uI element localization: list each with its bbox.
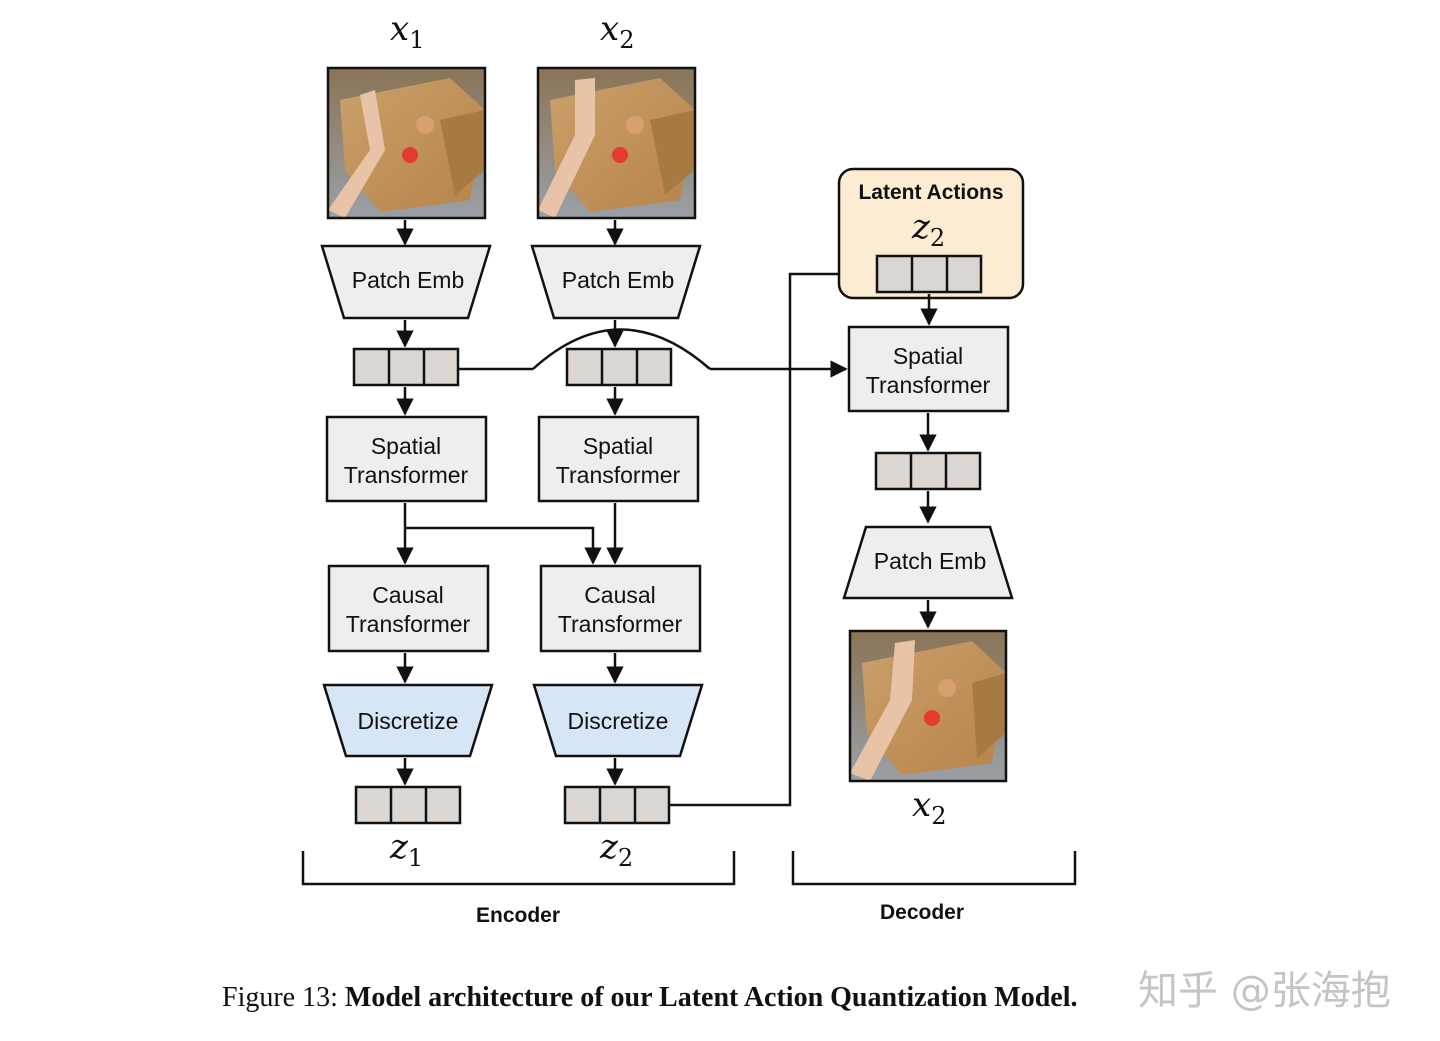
input-label-x2: x2 (600, 9, 634, 54)
latent-actions-title: Latent Actions (858, 181, 1003, 204)
encoder-label: Encoder (476, 904, 560, 927)
svg-text:Transformer: Transformer (344, 462, 469, 488)
decoder-bracket (791, 851, 1077, 886)
causal-transformer-2: Causal Transformer (539, 564, 702, 653)
caption-prefix: Figure 13: (222, 982, 345, 1013)
spatial-transformer-2: Spatial Transformer (537, 415, 700, 503)
token-row-z2 (563, 785, 671, 825)
output-label-z2: z2 (599, 827, 633, 872)
input-label-x1: x1 (390, 9, 424, 54)
caption-text: Model architecture of our Latent Action … (344, 982, 1078, 1013)
latent-path-arrow (669, 265, 874, 807)
token-row-z1 (354, 785, 462, 825)
decoder-patch-emb: Patch Emb (842, 525, 1014, 600)
svg-text:Patch Emb: Patch Emb (874, 548, 987, 574)
latent-actions-var: z2 (911, 207, 945, 252)
svg-text:Causal: Causal (584, 582, 656, 608)
svg-text:Transformer: Transformer (558, 611, 683, 637)
decoder-label: Decoder (880, 901, 964, 924)
output-label-z1: z1 (389, 827, 423, 872)
latent-actions-box: Latent Actions z2 (837, 167, 1025, 300)
encoder-bracket (301, 851, 736, 886)
input-image-x2 (536, 66, 697, 220)
svg-text:Patch Emb: Patch Emb (562, 267, 675, 293)
input-image-x1 (326, 66, 487, 220)
svg-text:Transformer: Transformer (556, 462, 681, 488)
decoder-spatial-transformer: Spatial Transformer (847, 325, 1010, 413)
svg-text:Patch Emb: Patch Emb (352, 267, 465, 293)
decoder-output-label: x2 (912, 785, 946, 830)
svg-text:Causal: Causal (372, 582, 444, 608)
discretize-2: Discretize (532, 683, 704, 758)
svg-text:Spatial: Spatial (893, 343, 963, 369)
svg-text:Spatial: Spatial (371, 433, 441, 459)
svg-text:Discretize: Discretize (568, 708, 669, 734)
skip-connection-arrow (458, 328, 848, 378)
patch-emb-1: Patch Emb (320, 244, 492, 320)
svg-text:Discretize: Discretize (358, 708, 459, 734)
svg-text:Transformer: Transformer (346, 611, 471, 637)
causal-transformer-1: Causal Transformer (327, 564, 490, 653)
spatial-transformer-1: Spatial Transformer (325, 415, 488, 503)
discretize-1: Discretize (322, 683, 494, 758)
decoder-token-row (874, 451, 982, 491)
svg-text:Spatial: Spatial (583, 433, 653, 459)
watermark: 知乎 @张海抱 (1138, 968, 1391, 1014)
svg-text:Transformer: Transformer (866, 372, 991, 398)
patch-emb-2: Patch Emb (530, 244, 702, 320)
figure-caption: Figure 13: Model architecture of our Lat… (222, 982, 1077, 1014)
token-row-2 (565, 347, 673, 387)
decoder-output-image (848, 629, 1008, 783)
token-row-1 (352, 347, 460, 387)
